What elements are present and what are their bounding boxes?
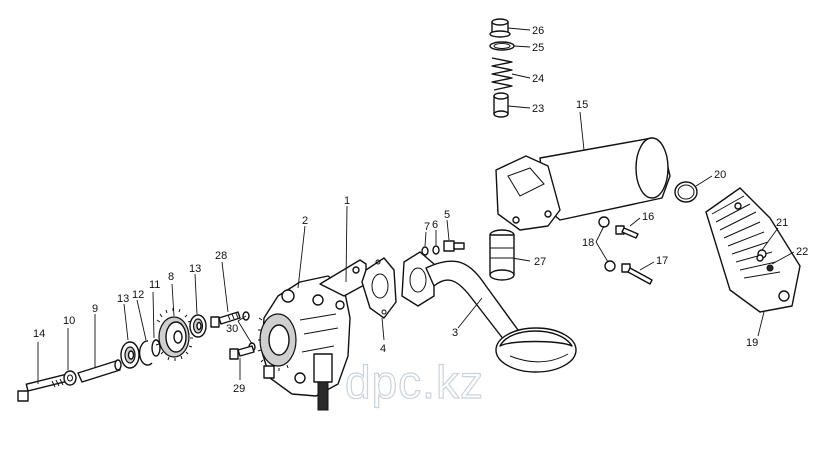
callout-27: 27	[534, 256, 546, 268]
callout-17: 17	[656, 255, 668, 267]
part-29-bolt	[229, 345, 255, 360]
callout-labels: 14 10 9 13 12 11 8 13 28 30 29 2 1 4 3 7…	[33, 25, 808, 395]
callout-8: 8	[168, 271, 174, 283]
callout-24: 24	[532, 73, 544, 85]
part-10-washer	[63, 370, 77, 386]
callout-4: 4	[380, 343, 386, 355]
callout-30: 30	[226, 323, 238, 335]
part-20-o-ring	[674, 181, 698, 203]
callout-10: 10	[63, 315, 75, 327]
callout-2: 2	[302, 215, 308, 227]
callout-21: 21	[776, 217, 788, 229]
part-25-o-ring	[489, 41, 515, 51]
part-16-bolt	[615, 225, 639, 239]
callout-7: 7	[424, 221, 430, 233]
part-17-bolt	[621, 263, 653, 285]
callout-29: 29	[233, 383, 245, 395]
part-27-fitting	[489, 229, 515, 281]
callout-18: 18	[582, 237, 594, 249]
part-14-bolt	[17, 373, 68, 402]
callout-3: 3	[452, 327, 458, 339]
callout-6: 6	[432, 219, 438, 231]
callout-9: 9	[92, 303, 98, 315]
callout-11: 11	[149, 279, 160, 291]
part-22-plug	[766, 264, 774, 272]
part-8-gear	[155, 308, 193, 361]
callout-26: 26	[532, 25, 544, 37]
callout-14: 14	[33, 328, 45, 340]
callout-28: 28	[215, 250, 227, 262]
part-15-oil-filter-housing	[495, 137, 671, 231]
callout-23: 23	[532, 103, 544, 115]
callout-16: 16	[642, 211, 654, 223]
watermark: dpc.kz	[345, 356, 484, 408]
callout-13-left: 13	[117, 293, 129, 305]
part-9-sleeve	[77, 359, 122, 383]
part-13-bearing-right	[189, 314, 207, 338]
part-7-washer	[421, 246, 429, 256]
part-13-bearing-left	[120, 341, 140, 369]
callout-1: 1	[344, 195, 350, 207]
callout-13-right: 13	[189, 263, 201, 275]
callout-20: 20	[714, 169, 726, 181]
part-18-washers	[598, 216, 616, 272]
part-12-snap-ring	[138, 340, 153, 366]
callout-15: 15	[576, 99, 588, 111]
part-28-bolt	[210, 311, 241, 328]
part-2-oil-pump-housing	[257, 275, 351, 411]
part-21-washer	[756, 254, 764, 262]
part-26-plug	[489, 18, 511, 38]
part-6-washer	[432, 245, 440, 255]
part-23-valve	[493, 92, 509, 118]
leader-lines	[37, 27, 795, 384]
part-3-suction-pipe	[401, 251, 577, 373]
part-24-spring	[491, 57, 513, 91]
part-4-gasket	[361, 257, 397, 319]
part-5-bolt	[443, 240, 465, 252]
part-19-oil-cooler	[705, 187, 801, 313]
callout-25: 25	[532, 42, 544, 54]
callout-5: 5	[444, 209, 450, 221]
callout-19: 19	[746, 337, 758, 349]
callout-12: 12	[132, 289, 144, 301]
callout-22: 22	[796, 246, 808, 258]
part-11-washer	[151, 339, 161, 357]
